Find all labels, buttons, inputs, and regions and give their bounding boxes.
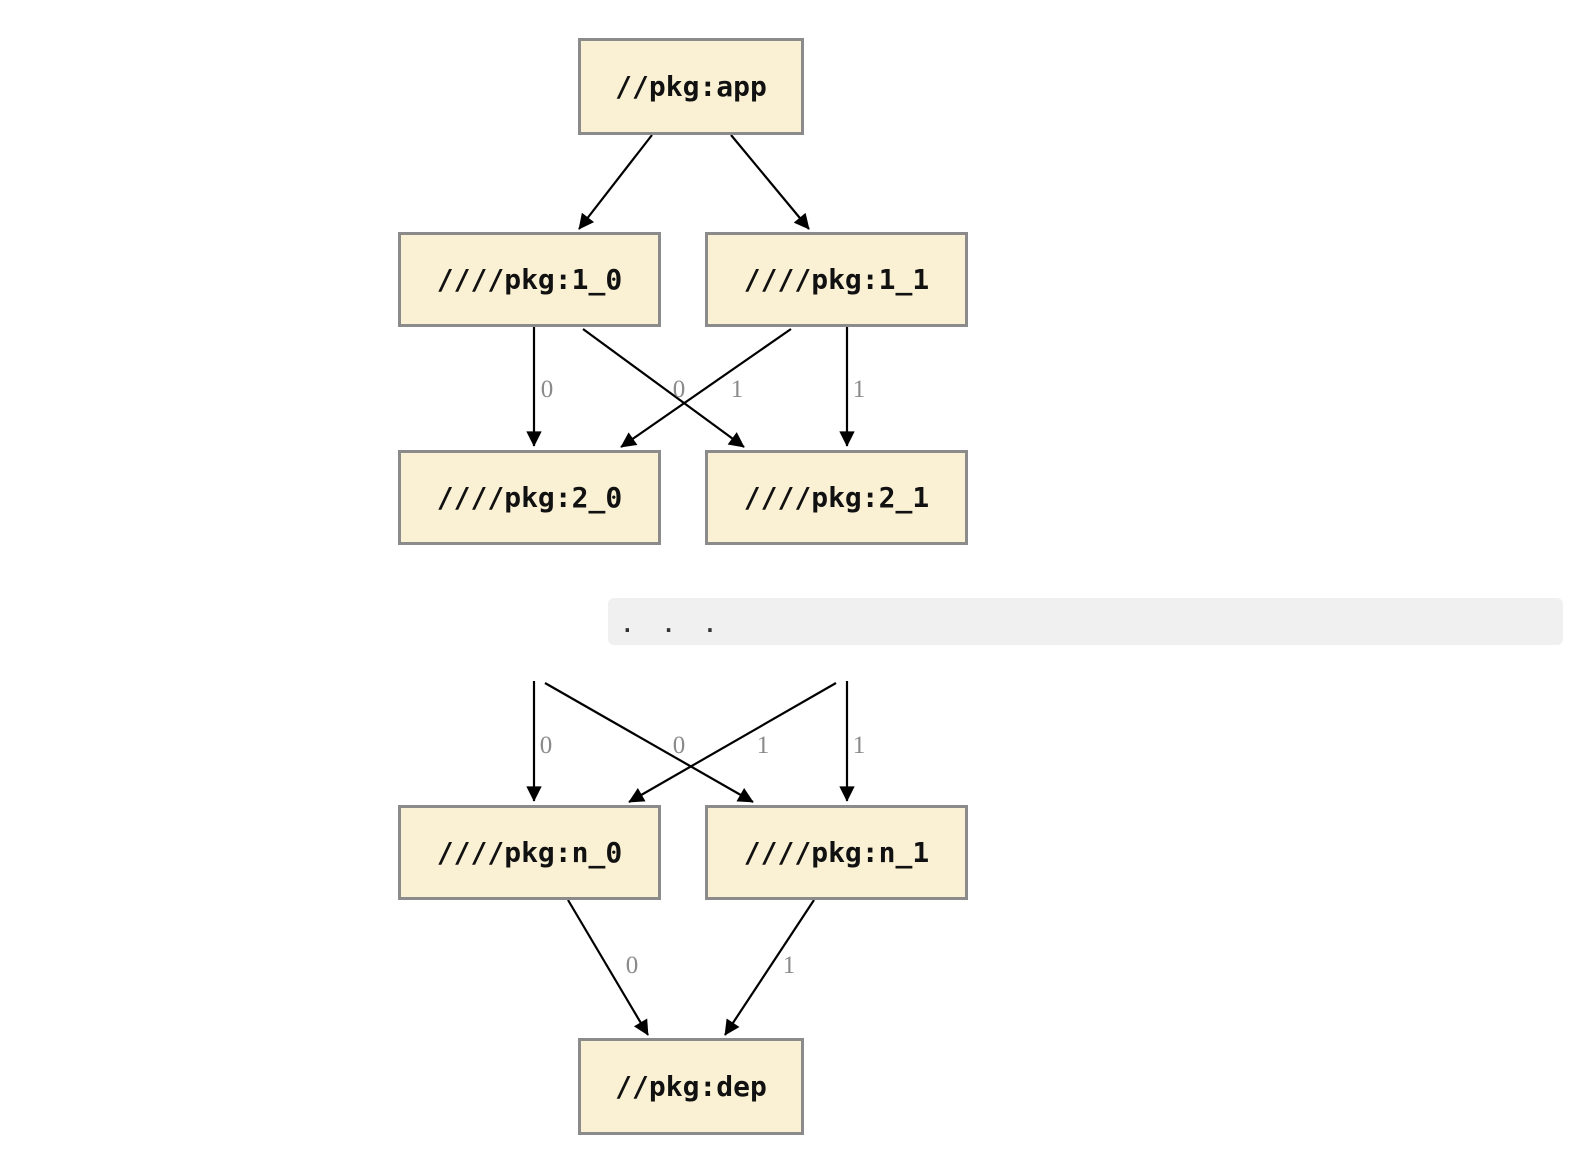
edge-n_0-to-dep — [567, 899, 649, 1036]
edge-app-to-1_0 — [578, 134, 653, 230]
edge-label-n_0-dep: 0 — [626, 952, 639, 979]
node-n_0: ////pkg:n_0 — [398, 805, 661, 900]
edge-1_0-to-2_1 — [582, 328, 745, 448]
edge-app-to-1_1 — [730, 134, 810, 230]
node-n_1: ////pkg:n_1 — [705, 805, 968, 900]
edge-n_1-to-dep — [724, 899, 815, 1036]
node-1_0-label: ////pkg:1_0 — [436, 263, 623, 296]
edge-label-1_1-2_1: 1 — [853, 376, 866, 403]
node-app-label: //pkg:app — [615, 70, 767, 103]
node-1_1: ////pkg:1_1 — [705, 232, 968, 327]
ellipsis-band: . . . — [608, 598, 1563, 645]
edge-label-ellipsis-n_1-cross: 1 — [757, 732, 770, 759]
node-dep: //pkg:dep — [578, 1038, 804, 1135]
edge-label-1_0-2_0: 0 — [541, 376, 554, 403]
edge-label-1_0-2_1: 1 — [731, 376, 744, 403]
node-2_1: ////pkg:2_1 — [705, 450, 968, 545]
node-app: //pkg:app — [578, 38, 804, 135]
edge-label-ellipsis-n_1-right: 1 — [853, 732, 866, 759]
edge-label-1_1-2_0: 0 — [673, 376, 686, 403]
edge-label-ellipsis-n_0-left: 0 — [540, 732, 553, 759]
node-2_0-label: ////pkg:2_0 — [436, 481, 623, 514]
node-n_0-label: ////pkg:n_0 — [436, 836, 623, 869]
node-n_1-label: ////pkg:n_1 — [743, 836, 930, 869]
edge-ellipsis-to-n_1-cross — [544, 682, 754, 803]
edge-label-n_1-dep: 1 — [783, 952, 796, 979]
edge-1_1-to-2_0 — [620, 328, 792, 448]
ellipsis-dots: . . . — [621, 612, 717, 637]
edge-label-ellipsis-n_0-cross: 0 — [673, 732, 686, 759]
node-1_1-label: ////pkg:1_1 — [743, 263, 930, 296]
node-2_0: ////pkg:2_0 — [398, 450, 661, 545]
node-1_0: ////pkg:1_0 — [398, 232, 661, 327]
edge-ellipsis-to-n_0-cross — [628, 682, 837, 803]
node-dep-label: //pkg:dep — [615, 1070, 767, 1103]
node-2_1-label: ////pkg:2_1 — [743, 481, 930, 514]
